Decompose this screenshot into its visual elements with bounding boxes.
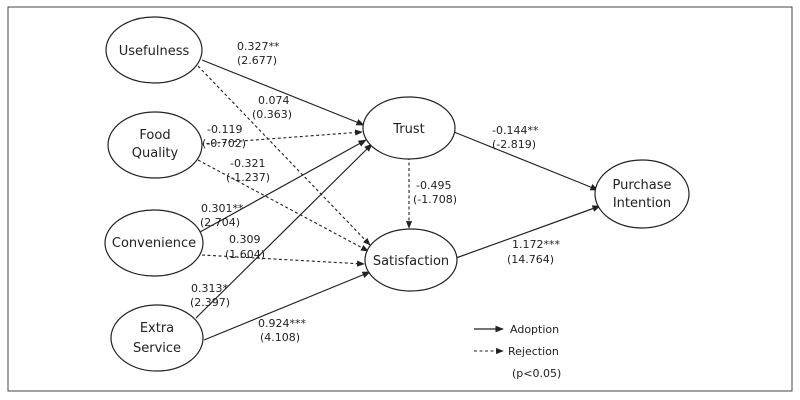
path-coefficients: 0.327** (2.677) 0.074 (0.363) -0.119 (-0… xyxy=(190,40,560,344)
node-food-quality-label-1: Food xyxy=(139,128,170,143)
tvalue-satisfaction-purchase: (14.764) xyxy=(507,253,554,266)
coef-usefulness-satisfaction: 0.074 xyxy=(258,94,290,107)
node-food-quality-label-2: Quality xyxy=(132,146,179,161)
diagram-frame xyxy=(7,6,793,392)
legend-adoption-label: Adoption xyxy=(510,323,559,336)
node-extra-service-label-2: Service xyxy=(133,341,181,356)
legend-significance-note: (p<0.05) xyxy=(512,367,561,380)
coef-foodquality-satisfaction: -0.321 xyxy=(230,157,265,170)
node-usefulness: Usefulness xyxy=(105,16,203,84)
arrow-satisfaction-purchase xyxy=(455,205,601,259)
coef-foodquality-trust: -0.119 xyxy=(207,123,242,136)
node-trust: Trust xyxy=(362,96,456,160)
tvalue-convenience-trust: (2.704) xyxy=(200,216,240,229)
arrow-extraservice-satisfaction xyxy=(203,271,371,341)
node-food-quality: Food Quality xyxy=(107,111,203,179)
tvalue-foodquality-trust: (-0.702) xyxy=(202,137,246,150)
node-satisfaction: Satisfaction xyxy=(364,228,458,292)
legend: Adoption Rejection (p<0.05) xyxy=(474,323,561,380)
node-trust-label: Trust xyxy=(392,122,424,137)
node-purchase-intention-label-2: Intention xyxy=(613,196,671,211)
tvalue-extraservice-trust: (2.397) xyxy=(190,296,230,309)
path-arrows xyxy=(195,59,601,341)
coef-convenience-satisfaction: 0.309 xyxy=(229,233,261,246)
coef-convenience-trust: 0.301** xyxy=(201,202,244,215)
node-purchase-intention: Purchase Intention xyxy=(594,159,690,229)
coef-trust-purchase: -0.144** xyxy=(492,124,539,137)
node-convenience-label: Convenience xyxy=(112,236,196,251)
node-usefulness-label: Usefulness xyxy=(119,44,190,59)
arrow-foodquality-trust xyxy=(200,129,363,145)
arrow-convenience-trust xyxy=(199,139,367,233)
node-convenience: Convenience xyxy=(104,209,204,277)
coef-trust-satisfaction: -0.495 xyxy=(416,179,451,192)
arrow-usefulness-trust xyxy=(201,59,365,126)
tvalue-usefulness-satisfaction: (0.363) xyxy=(252,108,292,121)
node-purchase-intention-label-1: Purchase xyxy=(612,178,671,193)
node-extra-service-label-1: Extra xyxy=(140,321,174,336)
arrow-foodquality-satisfaction xyxy=(197,159,369,252)
coef-extraservice-trust: 0.313* xyxy=(191,282,228,295)
arrow-extraservice-trust xyxy=(195,143,373,319)
tvalue-trust-satisfaction: (-1.708) xyxy=(413,193,457,206)
coef-extraservice-satisfaction: 0.924*** xyxy=(258,317,306,330)
legend-rejection-label: Rejection xyxy=(508,345,559,358)
node-extra-service: Extra Service xyxy=(110,304,204,372)
arrow-usefulness-satisfaction xyxy=(197,65,371,246)
node-satisfaction-label: Satisfaction xyxy=(373,254,449,269)
coef-usefulness-trust: 0.327** xyxy=(237,40,280,53)
coef-satisfaction-purchase: 1.172*** xyxy=(512,238,560,251)
tvalue-convenience-satisfaction: (1.604) xyxy=(225,248,265,261)
tvalue-usefulness-trust: (2.677) xyxy=(237,54,277,67)
tvalue-foodquality-satisfaction: (-1.237) xyxy=(226,171,270,184)
tvalue-trust-purchase: (-2.819) xyxy=(492,138,536,151)
tvalue-extraservice-satisfaction: (4.108) xyxy=(260,331,300,344)
arrow-trust-purchase xyxy=(453,131,599,191)
